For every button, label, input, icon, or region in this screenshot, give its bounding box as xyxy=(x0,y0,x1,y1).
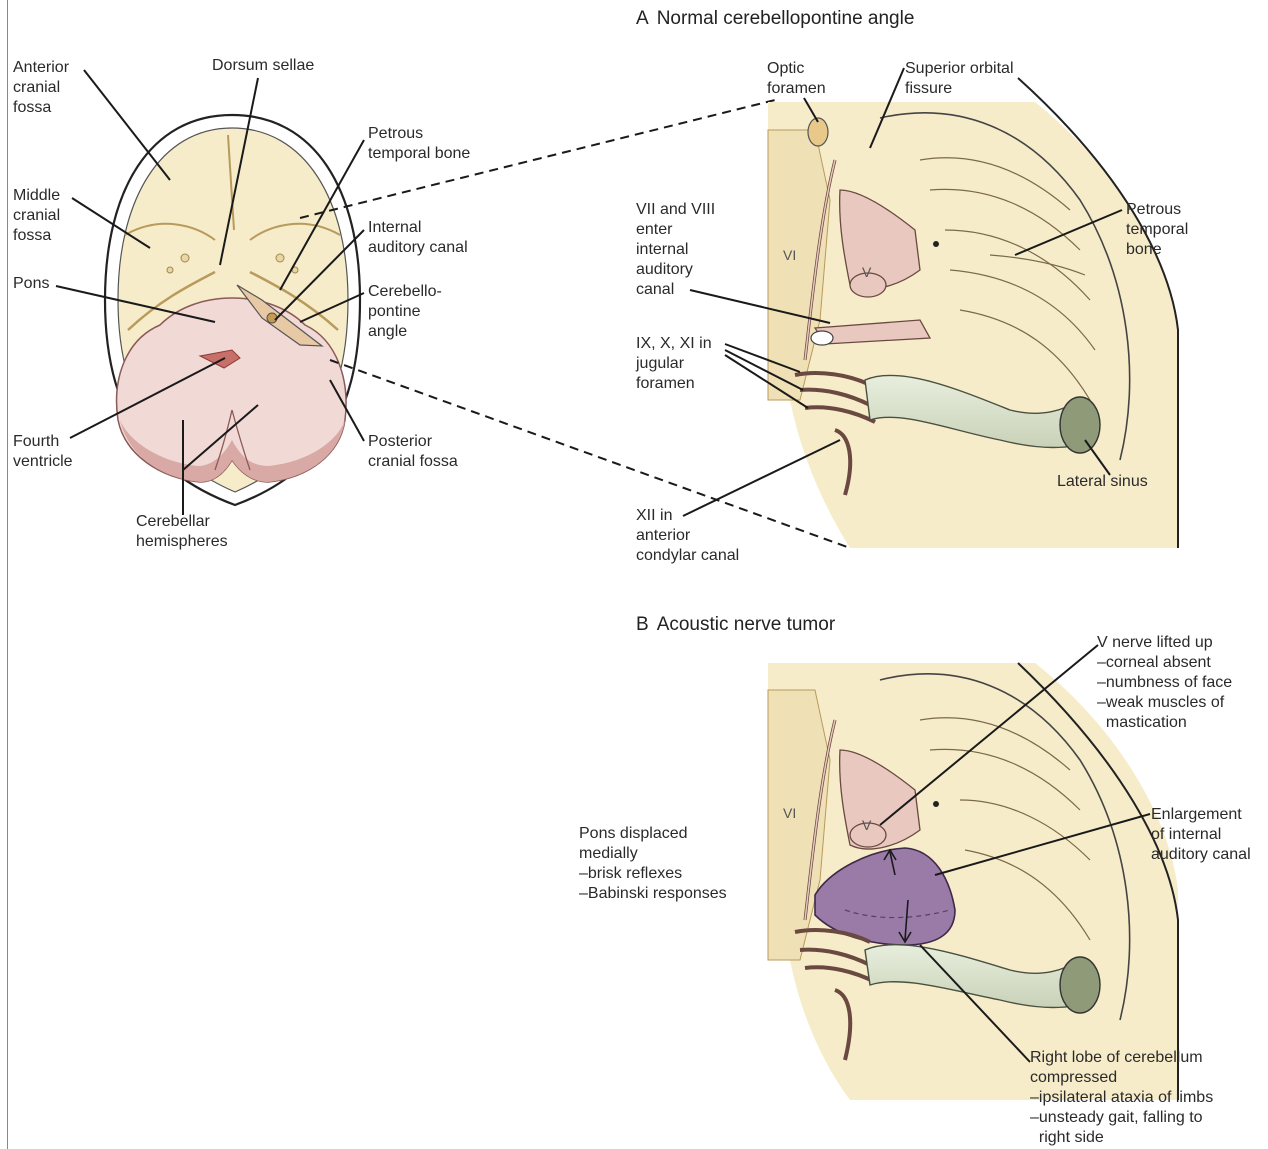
label-right-lobe: Right lobe of cerebellum compressed –ips… xyxy=(1030,1048,1213,1148)
leader-anterior-fossa xyxy=(84,70,170,180)
dot-marker-b xyxy=(933,801,939,807)
label-v-a: V xyxy=(862,262,871,282)
label-posterior-cranial-fossa: Posterior cranial fossa xyxy=(368,432,458,472)
internal-auditory-meatus-dot xyxy=(267,313,277,323)
label-vi-b: VI xyxy=(783,803,796,823)
label-superior-orbital-fissure: Superior orbital fissure xyxy=(905,59,1014,99)
label-vii-viii: VII and VIII enter internal auditory can… xyxy=(636,200,715,300)
label-v-nerve-lifted: V nerve lifted up –corneal absent –numbn… xyxy=(1097,633,1232,733)
foramen-left-2 xyxy=(167,267,173,273)
foramen-left-1 xyxy=(181,254,189,262)
label-enlargement: Enlargement of internal auditory canal xyxy=(1151,805,1251,865)
panel-b-heading: B Acoustic nerve tumor xyxy=(636,614,835,636)
facial-nerve-stump-a xyxy=(811,331,833,345)
label-xii: XII in anterior condylar canal xyxy=(636,506,739,566)
panel-a-title: Normal cerebellopontine angle xyxy=(657,8,915,29)
dot-marker-a xyxy=(933,241,939,247)
panel-a-heading: A Normal cerebellopontine angle xyxy=(636,8,914,30)
foramen-right-1 xyxy=(276,254,284,262)
label-vi-a: VI xyxy=(783,245,796,265)
label-lateral-sinus: Lateral sinus xyxy=(1057,472,1148,492)
label-middle-cranial-fossa: Middle cranial fossa xyxy=(13,186,60,246)
lateral-sinus-end-b xyxy=(1060,957,1100,1013)
lateral-sinus-end-a xyxy=(1060,397,1100,453)
label-cerebellopontine-angle: Cerebello- pontine angle xyxy=(368,282,442,342)
label-internal-auditory-canal: Internal auditory canal xyxy=(368,218,468,258)
panel-b-tag: B xyxy=(636,614,649,635)
panel-b-title: Acoustic nerve tumor xyxy=(657,614,835,635)
panel-a-tag: A xyxy=(636,8,649,29)
label-petrous-temporal-bone-a: Petrous temporal bone xyxy=(1126,200,1188,260)
skull-base-diagram xyxy=(105,115,360,505)
label-fourth-ventricle: Fourth ventricle xyxy=(13,432,73,472)
label-pons-displaced: Pons displaced medially –brisk reflexes … xyxy=(579,824,727,904)
label-v-b: V xyxy=(862,815,871,835)
label-cerebellar-hemispheres: Cerebellar hemispheres xyxy=(136,512,228,552)
label-anterior-cranial-fossa: Anterior cranial fossa xyxy=(13,58,69,118)
label-optic-foramen: Optic foramen xyxy=(767,59,826,99)
label-pons: Pons xyxy=(13,274,49,294)
label-ix-x-xi: IX, X, XI in jugular foramen xyxy=(636,334,712,394)
label-dorsum-sellae: Dorsum sellae xyxy=(212,56,314,76)
optic-foramen-shape xyxy=(808,118,828,146)
label-petrous-temporal-bone: Petrous temporal bone xyxy=(368,124,470,164)
